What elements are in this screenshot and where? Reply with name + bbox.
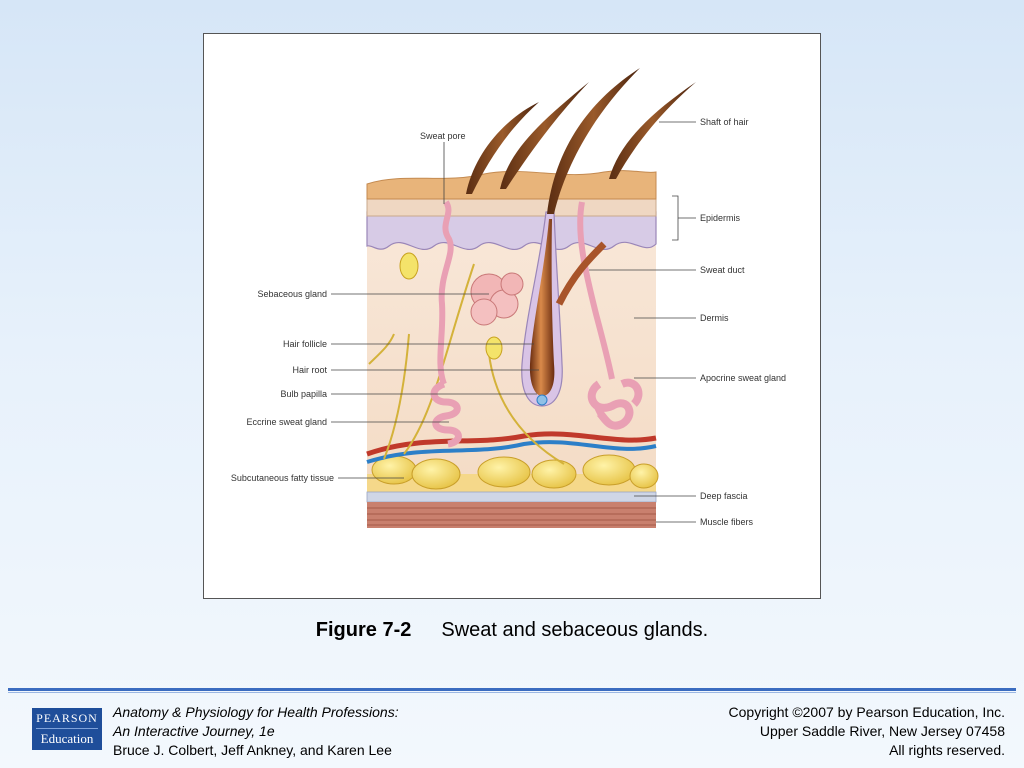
hair-shaft-main: [547, 68, 640, 214]
book-subtitle: An Interactive Journey, 1e: [113, 723, 275, 739]
figure-caption-text: Sweat and sebaceous glands.: [441, 619, 709, 641]
rights-line: All rights reserved.: [889, 742, 1005, 758]
skin-surface: [366, 170, 657, 200]
red-vessel: [366, 431, 657, 457]
label-dermis: Dermis: [700, 313, 729, 323]
arrector-muscle: [555, 241, 607, 306]
copyright-block: Copyright ©2007 by Pearson Education, In…: [729, 703, 1005, 760]
address-line: Upper Saddle River, New Jersey 07458: [759, 723, 1005, 739]
label-sebaceous-gland: Sebaceous gland: [257, 289, 327, 299]
sebaceous-gland: [470, 272, 524, 326]
apocrine-duct: [577, 201, 615, 380]
nerve-ending: [399, 252, 419, 280]
figure-number: Figure 7-2: [315, 619, 412, 641]
label-sweat-pore: Sweat pore: [420, 131, 466, 141]
eccrine-coil: [430, 380, 462, 448]
hair-shaft: [609, 82, 696, 179]
figure-caption: Figure 7-2 Sweat and sebaceous glands.: [0, 619, 1024, 642]
book-authors: Bruce J. Colbert, Jeff Ankney, and Karen…: [113, 742, 392, 758]
book-title: Anatomy & Physiology for Health Professi…: [113, 704, 399, 720]
label-deep-fascia: Deep fascia: [700, 491, 748, 501]
logo-top-text: PEARSON: [36, 708, 98, 729]
bulb-papilla: [536, 394, 548, 406]
label-sweat-duct: Sweat duct: [700, 265, 745, 275]
deep-fascia: [366, 491, 657, 503]
apocrine-coil: [587, 378, 643, 430]
footer-rule: [8, 688, 1016, 691]
hair-shaft: [500, 82, 589, 189]
hair-root: [529, 219, 555, 396]
logo-bottom-text: Education: [40, 731, 94, 746]
muscle-striations: [367, 507, 656, 526]
label-apocrine-sweat-gland: Apocrine sweat gland: [700, 373, 786, 383]
label-epidermis: Epidermis: [700, 213, 741, 223]
hair-shaft: [466, 102, 539, 194]
label-subcutaneous-fatty-tissue: Subcutaneous fatty tissue: [231, 473, 334, 483]
footer-rule-thin: [8, 692, 1016, 693]
epidermis-layer: [366, 211, 657, 251]
blue-vessel: [366, 440, 657, 464]
label-shaft-of-hair: Shaft of hair: [700, 117, 749, 127]
pearson-logo: PEARSON Education: [32, 708, 102, 750]
label-muscle-fibers: Muscle fibers: [700, 517, 754, 527]
nerve-ending: [485, 336, 503, 360]
label-hair-root: Hair root: [292, 365, 327, 375]
muscle-block: [367, 502, 656, 528]
label-hair-follicle: Hair follicle: [283, 339, 327, 349]
copyright-line: Copyright ©2007 by Pearson Education, In…: [728, 704, 1005, 720]
label-eccrine-sweat-gland: Eccrine sweat gland: [246, 417, 327, 427]
leader-lines: [331, 121, 696, 523]
skin-diagram: Sweat pore Shaft of hair Epidermis Sweat…: [231, 68, 786, 528]
label-bulb-papilla: Bulb papilla: [280, 389, 327, 399]
eccrine-duct: [437, 200, 454, 386]
book-info: Anatomy & Physiology for Health Professi…: [113, 703, 399, 760]
fat-cells: [371, 454, 659, 490]
figure-frame: Sweat pore Shaft of hair Epidermis Sweat…: [203, 33, 821, 599]
